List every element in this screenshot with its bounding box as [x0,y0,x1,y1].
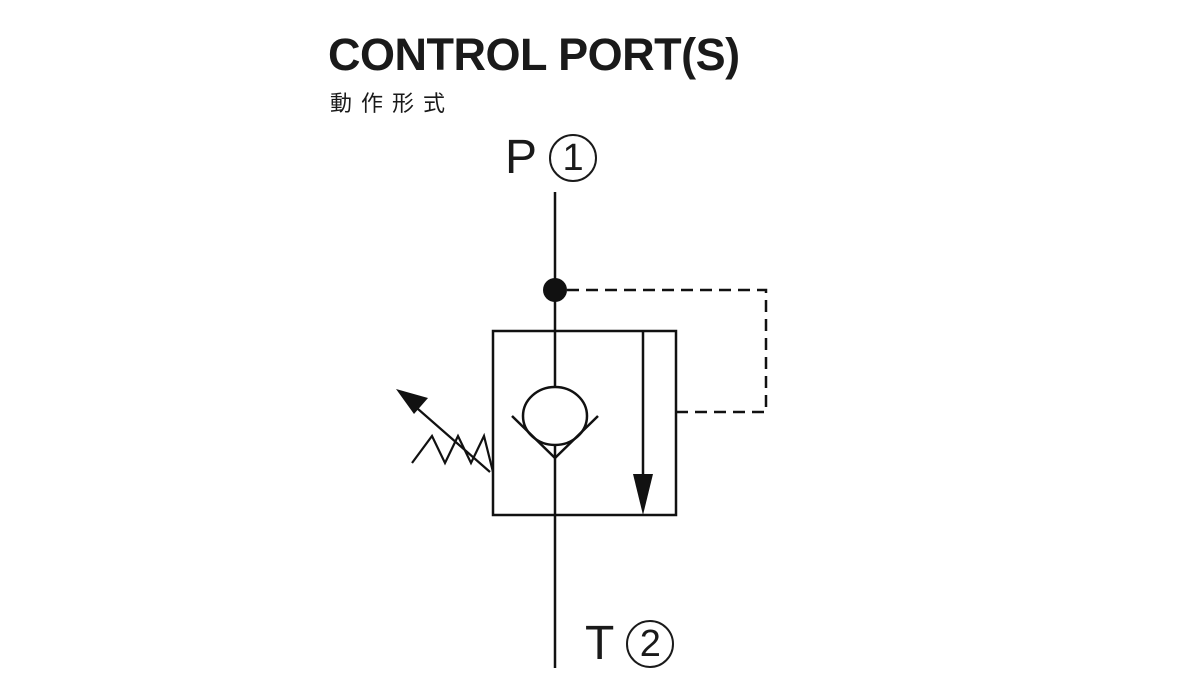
spring [411,432,495,473]
check-ball [521,385,589,447]
adjustment-arrow-shaft [409,401,491,473]
valve-body [491,329,678,517]
port-t-number: 2 [626,620,675,668]
junction-dot [543,278,567,302]
diagram-subtitle: 動作形式 [330,92,455,117]
port-p-number: 1 [549,134,598,182]
internal-flow-arrowhead [633,474,653,515]
pilot-dashed-line [567,288,768,414]
diagram-title: CONTROL PORT(S) [328,29,740,80]
check-seat [511,415,599,460]
port-p-letter: P [505,131,538,184]
port-p-label: P 1 [505,130,598,186]
adjustment-arrowhead [396,389,428,414]
port-t-letter: T [585,617,615,670]
port-t-label: T 2 [585,616,675,672]
